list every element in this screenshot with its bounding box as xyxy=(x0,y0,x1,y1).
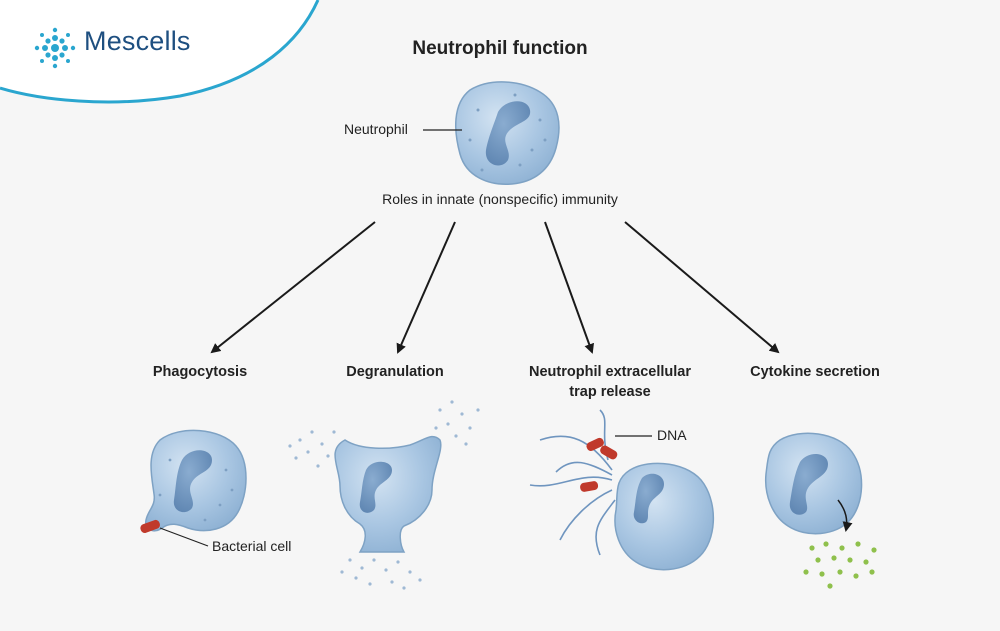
role-degranulation-title: Degranulation xyxy=(346,364,444,380)
net-bacteria-3 xyxy=(580,481,599,492)
role-phagocytosis-title: Phagocytosis xyxy=(152,364,248,380)
header-swoosh-line xyxy=(0,0,320,104)
role-net-release-title-line2: trap release xyxy=(569,384,651,400)
cytokine-arrow xyxy=(837,499,853,532)
role-net-release-title: Neutrophil extracellular trap release xyxy=(500,362,720,402)
arrow-to-cytokine-secretion xyxy=(624,221,780,354)
net-release-cell xyxy=(529,409,714,571)
bacterial-cell-shape xyxy=(140,519,160,533)
dna-label: DNA xyxy=(657,427,687,443)
brand-name: Mescells xyxy=(84,26,191,56)
bacterial-cell-label: Bacterial cell xyxy=(212,538,292,554)
net-bacteria-2 xyxy=(600,445,618,460)
arrow-to-phagocytosis xyxy=(210,221,376,354)
role-net-release-title-line1: Neutrophil extracellular xyxy=(529,364,691,380)
degranulation-cell xyxy=(288,400,480,590)
role-cytokine-title: Cytokine secretion xyxy=(750,364,880,380)
roles-subtitle: Roles in innate (nonspecific) immunity xyxy=(382,191,618,207)
bacterial-cell-pointer-line xyxy=(159,527,209,547)
main-neutrophil-cell xyxy=(455,81,560,185)
net-bacteria-1 xyxy=(586,437,604,452)
neutrophil-label: Neutrophil xyxy=(344,121,408,137)
cytokine-secretion-cell xyxy=(764,432,877,589)
mescells-logo-icon xyxy=(34,27,76,69)
cytokine-particles xyxy=(803,541,877,589)
diagram-title: Neutrophil function xyxy=(412,38,588,59)
dna-strands xyxy=(529,409,616,556)
arrow-to-degranulation xyxy=(396,221,456,354)
arrow-to-net-release xyxy=(544,221,594,354)
phagocytosis-cell xyxy=(140,429,247,533)
